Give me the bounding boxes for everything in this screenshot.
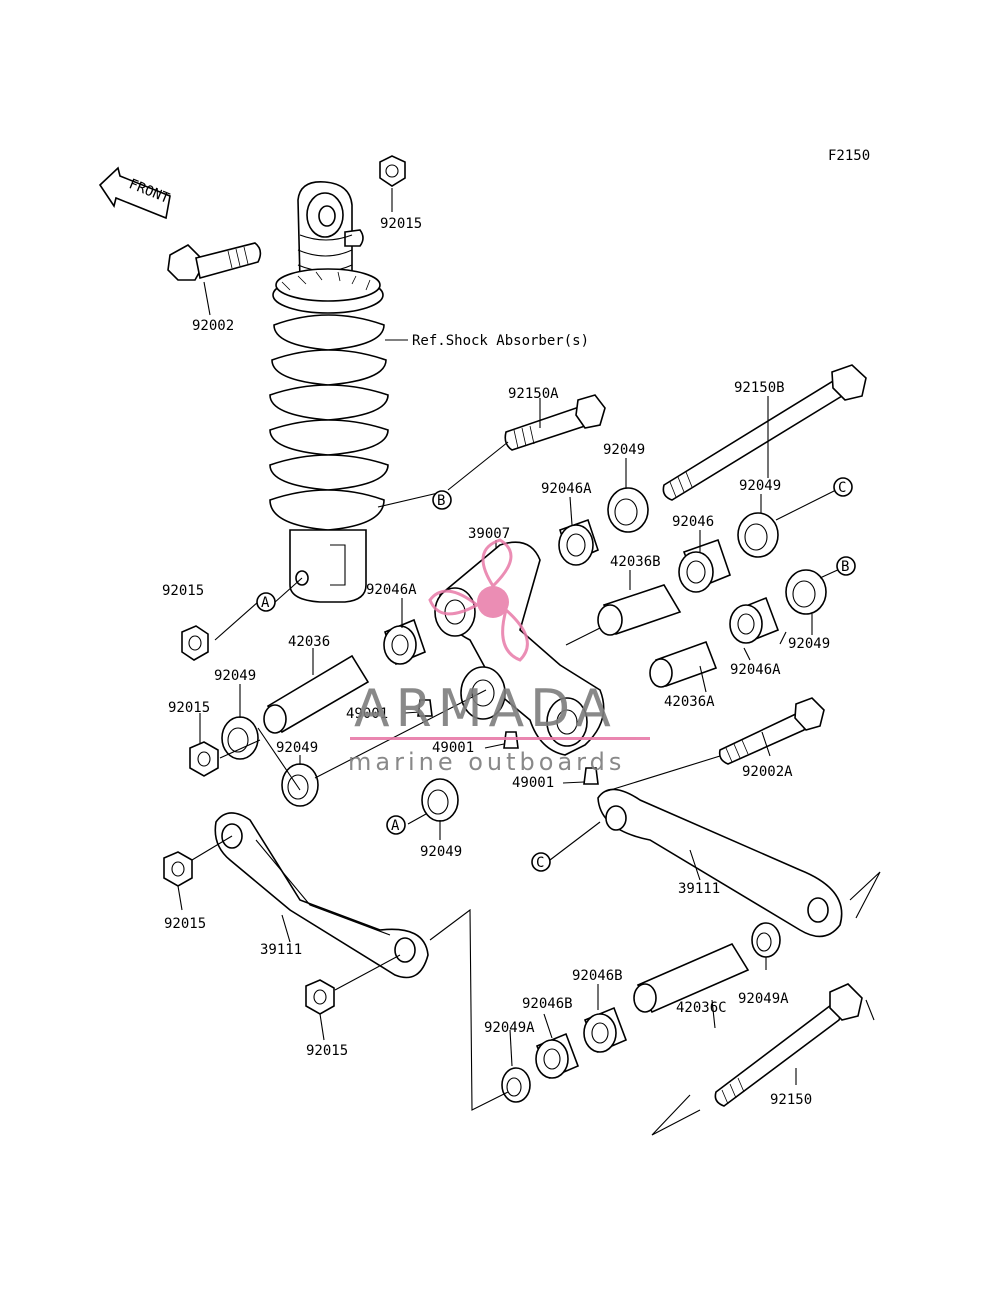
label-92049-3: 92049 <box>788 636 830 652</box>
watermark-tagline: marine outboards <box>348 748 625 776</box>
label-92002A: 92002A <box>742 764 793 780</box>
tie-rod-39111-right <box>597 788 881 938</box>
label-92049-1: 92049 <box>603 442 645 458</box>
svg-text:A: A <box>261 595 270 611</box>
label-92046B-2: 92046B <box>522 996 573 1012</box>
tie-rod-39111-left <box>214 812 429 979</box>
svg-text:B: B <box>841 559 849 575</box>
label-92046A-2: 92046A <box>366 582 417 598</box>
washer-92049-2 <box>737 512 779 558</box>
nut-92015-top <box>379 155 406 187</box>
svg-text:A: A <box>391 818 400 834</box>
label-92015-a: 92015 <box>162 583 204 599</box>
watermark-text: ARMADA marine outboards <box>348 679 650 776</box>
label-92046: 92046 <box>672 514 714 530</box>
label-ref-shock: Ref.Shock Absorber(s) <box>412 333 589 349</box>
bushing-92046A-3 <box>383 618 427 666</box>
bolt-92002A <box>718 697 825 765</box>
sleeve-42036 <box>263 654 370 734</box>
leader-lines <box>177 188 843 1111</box>
label-92015-d: 92015 <box>306 1043 348 1059</box>
bushing-92046B-2 <box>535 1032 580 1080</box>
front-arrow-icon: FRONT <box>98 166 172 220</box>
washer-92049-3 <box>785 569 827 615</box>
sleeve-42036C <box>633 942 750 1014</box>
washer-92049-4 <box>221 716 259 760</box>
label-92046A-3: 92046A <box>730 662 781 678</box>
callout-B-right: B <box>836 556 856 576</box>
label-39007: 39007 <box>468 526 510 542</box>
label-39111-left: 39111 <box>260 942 302 958</box>
bushing-92046B-1 <box>583 1006 628 1054</box>
sleeve-42036A <box>649 640 718 688</box>
label-49001-1: 49001 <box>346 706 388 722</box>
watermark-brand: ARMADA <box>354 679 617 739</box>
washer-92049A-right <box>751 922 781 958</box>
bolt-92150B <box>662 364 867 501</box>
label-42036C: 42036C <box>676 1000 727 1016</box>
bolt-92150 <box>651 983 875 1136</box>
label-92150A: 92150A <box>508 386 559 402</box>
label-49001-2: 49001 <box>432 740 474 756</box>
callout-A-upper: A <box>256 592 276 612</box>
label-42036B: 42036B <box>610 554 661 570</box>
label-92015-c: 92015 <box>164 916 206 932</box>
label-92150B: 92150B <box>734 380 785 396</box>
callout-B-upper: B <box>432 490 452 510</box>
svg-text:B: B <box>437 493 445 509</box>
nut-92015-a <box>181 625 209 661</box>
callout-C-upper: C <box>833 477 853 497</box>
shock-absorber-drawing <box>269 181 389 603</box>
washer-92049-1 <box>607 487 649 533</box>
label-92015-b: 92015 <box>168 700 210 716</box>
label-92015-top: 92015 <box>380 216 422 232</box>
label-42036: 42036 <box>288 634 330 650</box>
nut-92015-b <box>189 741 219 777</box>
svg-text:C: C <box>536 855 544 871</box>
washer-92049-6 <box>421 778 459 822</box>
sleeve-42036B <box>597 584 682 636</box>
bolt-92150A <box>504 394 606 451</box>
armada-logo-icon <box>428 538 529 662</box>
bushing-92046A-2 <box>729 596 780 644</box>
label-92049-4: 92049 <box>214 668 256 684</box>
washer-92049A-left <box>501 1067 531 1103</box>
svg-text:C: C <box>838 480 846 496</box>
label-42036A: 42036A <box>664 694 715 710</box>
label-92049-6: 92049 <box>420 844 462 860</box>
label-49001-3: 49001 <box>512 775 554 791</box>
label-92049-2: 92049 <box>739 478 781 494</box>
label-92049A-right: 92049A <box>738 991 789 1007</box>
grease-fitting-49001-1 <box>417 699 433 717</box>
callout-C-lower: C <box>531 852 551 872</box>
bolt-92002 <box>167 242 262 281</box>
figure-code: F2150 <box>828 148 870 164</box>
label-92002: 92002 <box>192 318 234 334</box>
bushing-92046 <box>678 538 732 593</box>
label-92049-5: 92049 <box>276 740 318 756</box>
nut-92015-d <box>305 979 335 1015</box>
label-39111-right: 39111 <box>678 881 720 897</box>
callout-A-lower: A <box>386 815 406 835</box>
label-92049A-left: 92049A <box>484 1020 535 1036</box>
label-92046A-1: 92046A <box>541 481 592 497</box>
bushing-92046A-1 <box>558 518 599 566</box>
nut-92015-c <box>163 851 193 887</box>
label-92046B-1: 92046B <box>572 968 623 984</box>
label-92150: 92150 <box>770 1092 812 1108</box>
washer-92049-5 <box>281 763 319 807</box>
grease-fitting-49001-3 <box>583 767 599 785</box>
